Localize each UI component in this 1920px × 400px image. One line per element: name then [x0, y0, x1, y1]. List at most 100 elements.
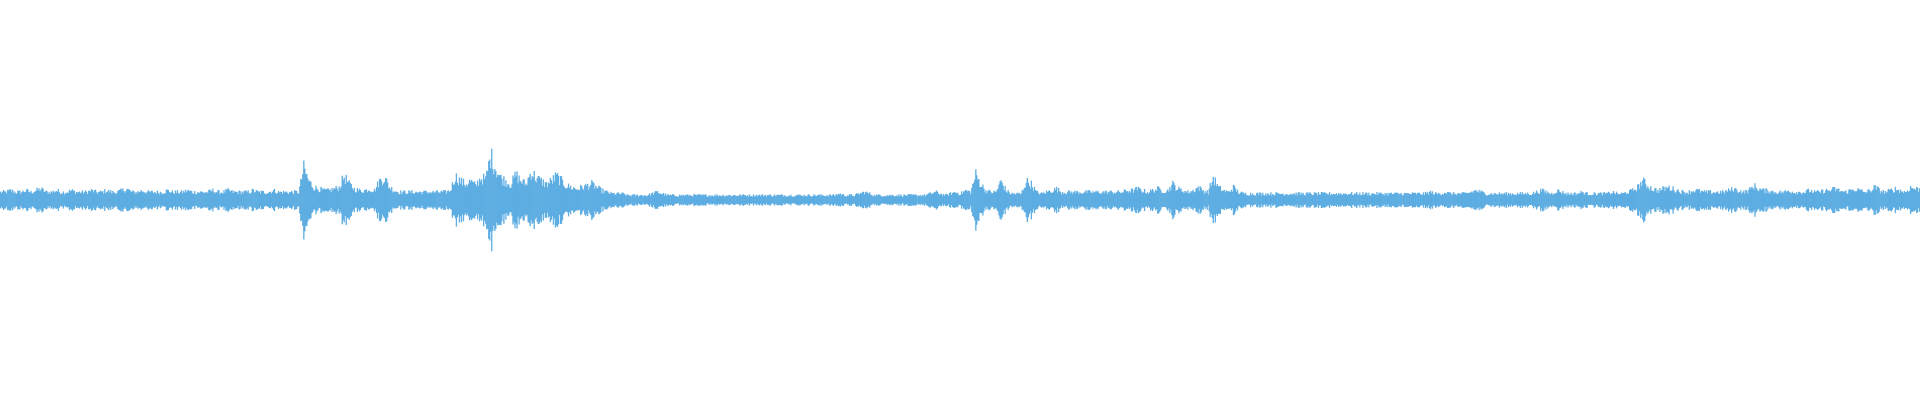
waveform-sample — [1098, 192, 1100, 208]
waveform-sample — [451, 182, 454, 218]
waveform-sample — [1075, 193, 1077, 207]
waveform-sample — [1529, 195, 1532, 205]
waveform-sample — [177, 193, 180, 207]
waveform-sample — [712, 196, 714, 204]
waveform-sample — [1782, 193, 1784, 207]
waveform-sample — [506, 186, 508, 214]
waveform-sample — [1411, 192, 1414, 208]
waveform-sample — [104, 189, 106, 211]
waveform-sample — [567, 183, 570, 217]
waveform-sample — [1762, 188, 1764, 212]
waveform-sample — [282, 190, 285, 210]
waveform-sample — [158, 194, 160, 206]
waveform-sample — [356, 188, 359, 212]
waveform-sample — [1239, 192, 1242, 208]
waveform-sample — [413, 194, 415, 206]
waveform-sample — [1284, 194, 1286, 206]
waveform-sample — [1623, 192, 1626, 208]
waveform-sample — [1610, 193, 1613, 207]
waveform-sample — [379, 178, 382, 222]
waveform-sample — [645, 195, 648, 205]
waveform-sample — [1430, 193, 1433, 207]
waveform-sample — [1186, 192, 1188, 208]
waveform-sample — [59, 194, 61, 206]
waveform-sample — [902, 196, 904, 204]
waveform-sample — [1168, 191, 1170, 209]
waveform-sample — [47, 194, 49, 206]
waveform-sample — [613, 192, 615, 208]
waveform-sample — [818, 194, 820, 206]
waveform-sample — [1595, 195, 1597, 205]
waveform-sample — [63, 194, 65, 206]
waveform-sample — [1278, 193, 1280, 207]
waveform-sample — [449, 190, 451, 210]
waveform-sample — [558, 185, 561, 215]
waveform-sample — [692, 196, 694, 204]
waveform-sample — [1280, 194, 1282, 206]
waveform-sample — [22, 190, 24, 210]
waveform-sample — [804, 196, 806, 204]
waveform-sample — [187, 189, 190, 211]
waveform-sample — [588, 189, 590, 211]
waveform-sample — [1620, 192, 1623, 208]
waveform-sample — [38, 188, 40, 212]
waveform-sample — [209, 189, 211, 211]
waveform-sample — [963, 191, 965, 209]
waveform-sample — [31, 193, 33, 207]
waveform-sample — [351, 188, 353, 212]
waveform-sample — [476, 180, 479, 220]
waveform-sample — [435, 190, 437, 210]
waveform-sample — [856, 193, 859, 207]
waveform-sample — [1139, 189, 1142, 211]
waveform-sample — [368, 190, 371, 210]
waveform-sample — [942, 193, 945, 207]
waveform-sample — [1024, 187, 1026, 213]
waveform-sample — [1833, 186, 1835, 214]
waveform-sample — [79, 193, 82, 207]
waveform-sample — [180, 190, 183, 210]
waveform-sample — [1756, 188, 1758, 212]
waveform-sample — [636, 194, 638, 206]
waveform-sample — [960, 194, 962, 206]
waveform-sample — [1798, 191, 1801, 209]
waveform-sample — [1133, 189, 1136, 211]
waveform-sample — [999, 181, 1001, 219]
waveform-sample — [1667, 187, 1669, 213]
waveform-sample — [502, 185, 504, 215]
waveform-sample — [323, 188, 325, 212]
waveform-sample — [24, 192, 26, 208]
waveform-sample — [299, 186, 301, 214]
waveform-sample — [1319, 194, 1322, 206]
waveform-sample — [504, 186, 506, 214]
waveform-sample — [1064, 192, 1066, 208]
waveform-sample — [110, 190, 112, 210]
waveform-sample — [433, 192, 435, 208]
waveform-sample — [140, 190, 142, 210]
waveform-sample — [1602, 192, 1604, 208]
waveform-sample — [1246, 195, 1249, 205]
waveform-sample — [422, 191, 424, 209]
waveform-sample — [739, 194, 742, 206]
waveform-sample — [1252, 193, 1254, 207]
waveform-sample — [1314, 192, 1316, 208]
waveform-sample — [1889, 189, 1891, 211]
waveform-sample — [355, 192, 358, 208]
waveform-sample — [943, 195, 946, 205]
waveform-sample — [146, 192, 148, 208]
waveform-sample — [316, 188, 318, 212]
waveform-sample — [1012, 193, 1014, 207]
waveform-sample — [1794, 194, 1796, 206]
waveform-sample — [402, 192, 404, 208]
waveform-sample — [1729, 190, 1731, 210]
waveform-sample — [1822, 193, 1825, 207]
waveform-sample — [530, 179, 532, 221]
waveform-sample — [233, 190, 235, 210]
waveform-sample — [579, 189, 581, 211]
waveform-sample — [1538, 193, 1540, 207]
waveform-sample — [695, 194, 697, 206]
waveform-sample — [910, 194, 912, 206]
waveform-sample — [898, 194, 900, 206]
waveform-sample — [706, 196, 708, 204]
waveform-sample — [183, 192, 186, 208]
waveform-sample — [1214, 177, 1216, 223]
